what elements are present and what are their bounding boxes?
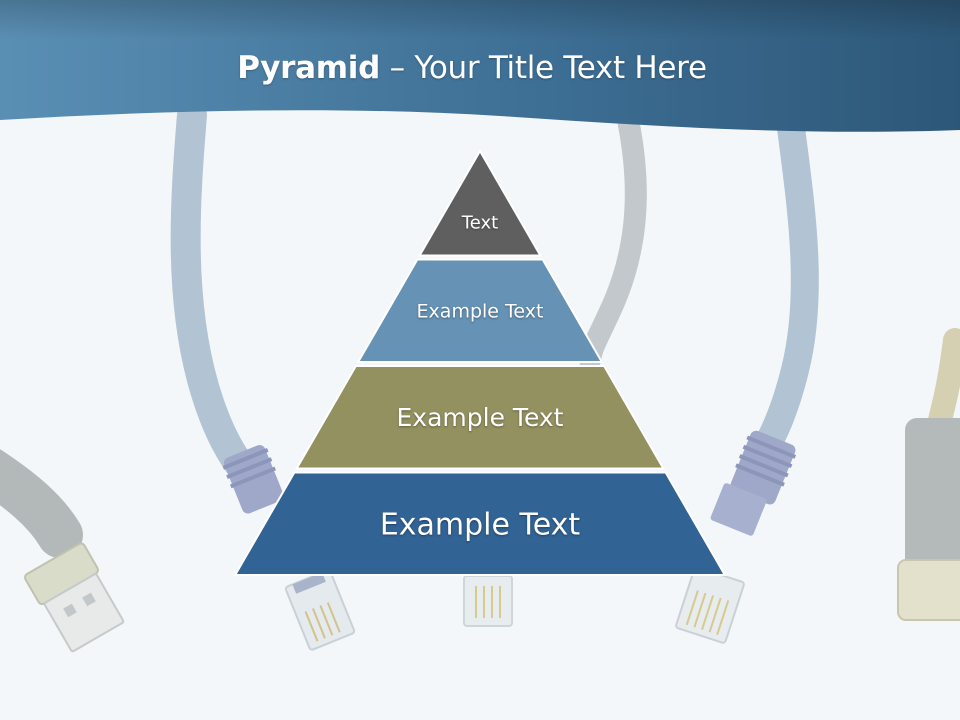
pyramid-tier-2-label: Example Text bbox=[417, 300, 544, 322]
pyramid-tier-1 bbox=[417, 149, 543, 257]
gray-cable bbox=[579, 109, 647, 371]
right-cable-boot bbox=[710, 430, 797, 536]
pyramid-tier-1-label: Text bbox=[461, 212, 498, 233]
right-rj45-plug bbox=[675, 566, 745, 644]
slide-title: Pyramid – Your Title Text Here bbox=[0, 50, 944, 86]
pyramid-tier-4 bbox=[233, 471, 727, 576]
right-blue-cable bbox=[756, 106, 819, 454]
title-bold-part: Pyramid bbox=[237, 50, 381, 86]
connector-right bbox=[897, 328, 960, 621]
left-rj45-plug bbox=[284, 569, 356, 651]
left-cable-boot bbox=[222, 445, 284, 514]
usb-cable-left bbox=[0, 449, 125, 653]
title-rest-part: – Your Title Text Here bbox=[380, 50, 707, 86]
pyramid-tier-2 bbox=[356, 258, 604, 363]
pyramid-tier-3 bbox=[294, 365, 666, 470]
pyramid-tier-3-label: Example Text bbox=[397, 403, 564, 432]
pyramid-tier-4-label: Example Text bbox=[380, 507, 581, 542]
